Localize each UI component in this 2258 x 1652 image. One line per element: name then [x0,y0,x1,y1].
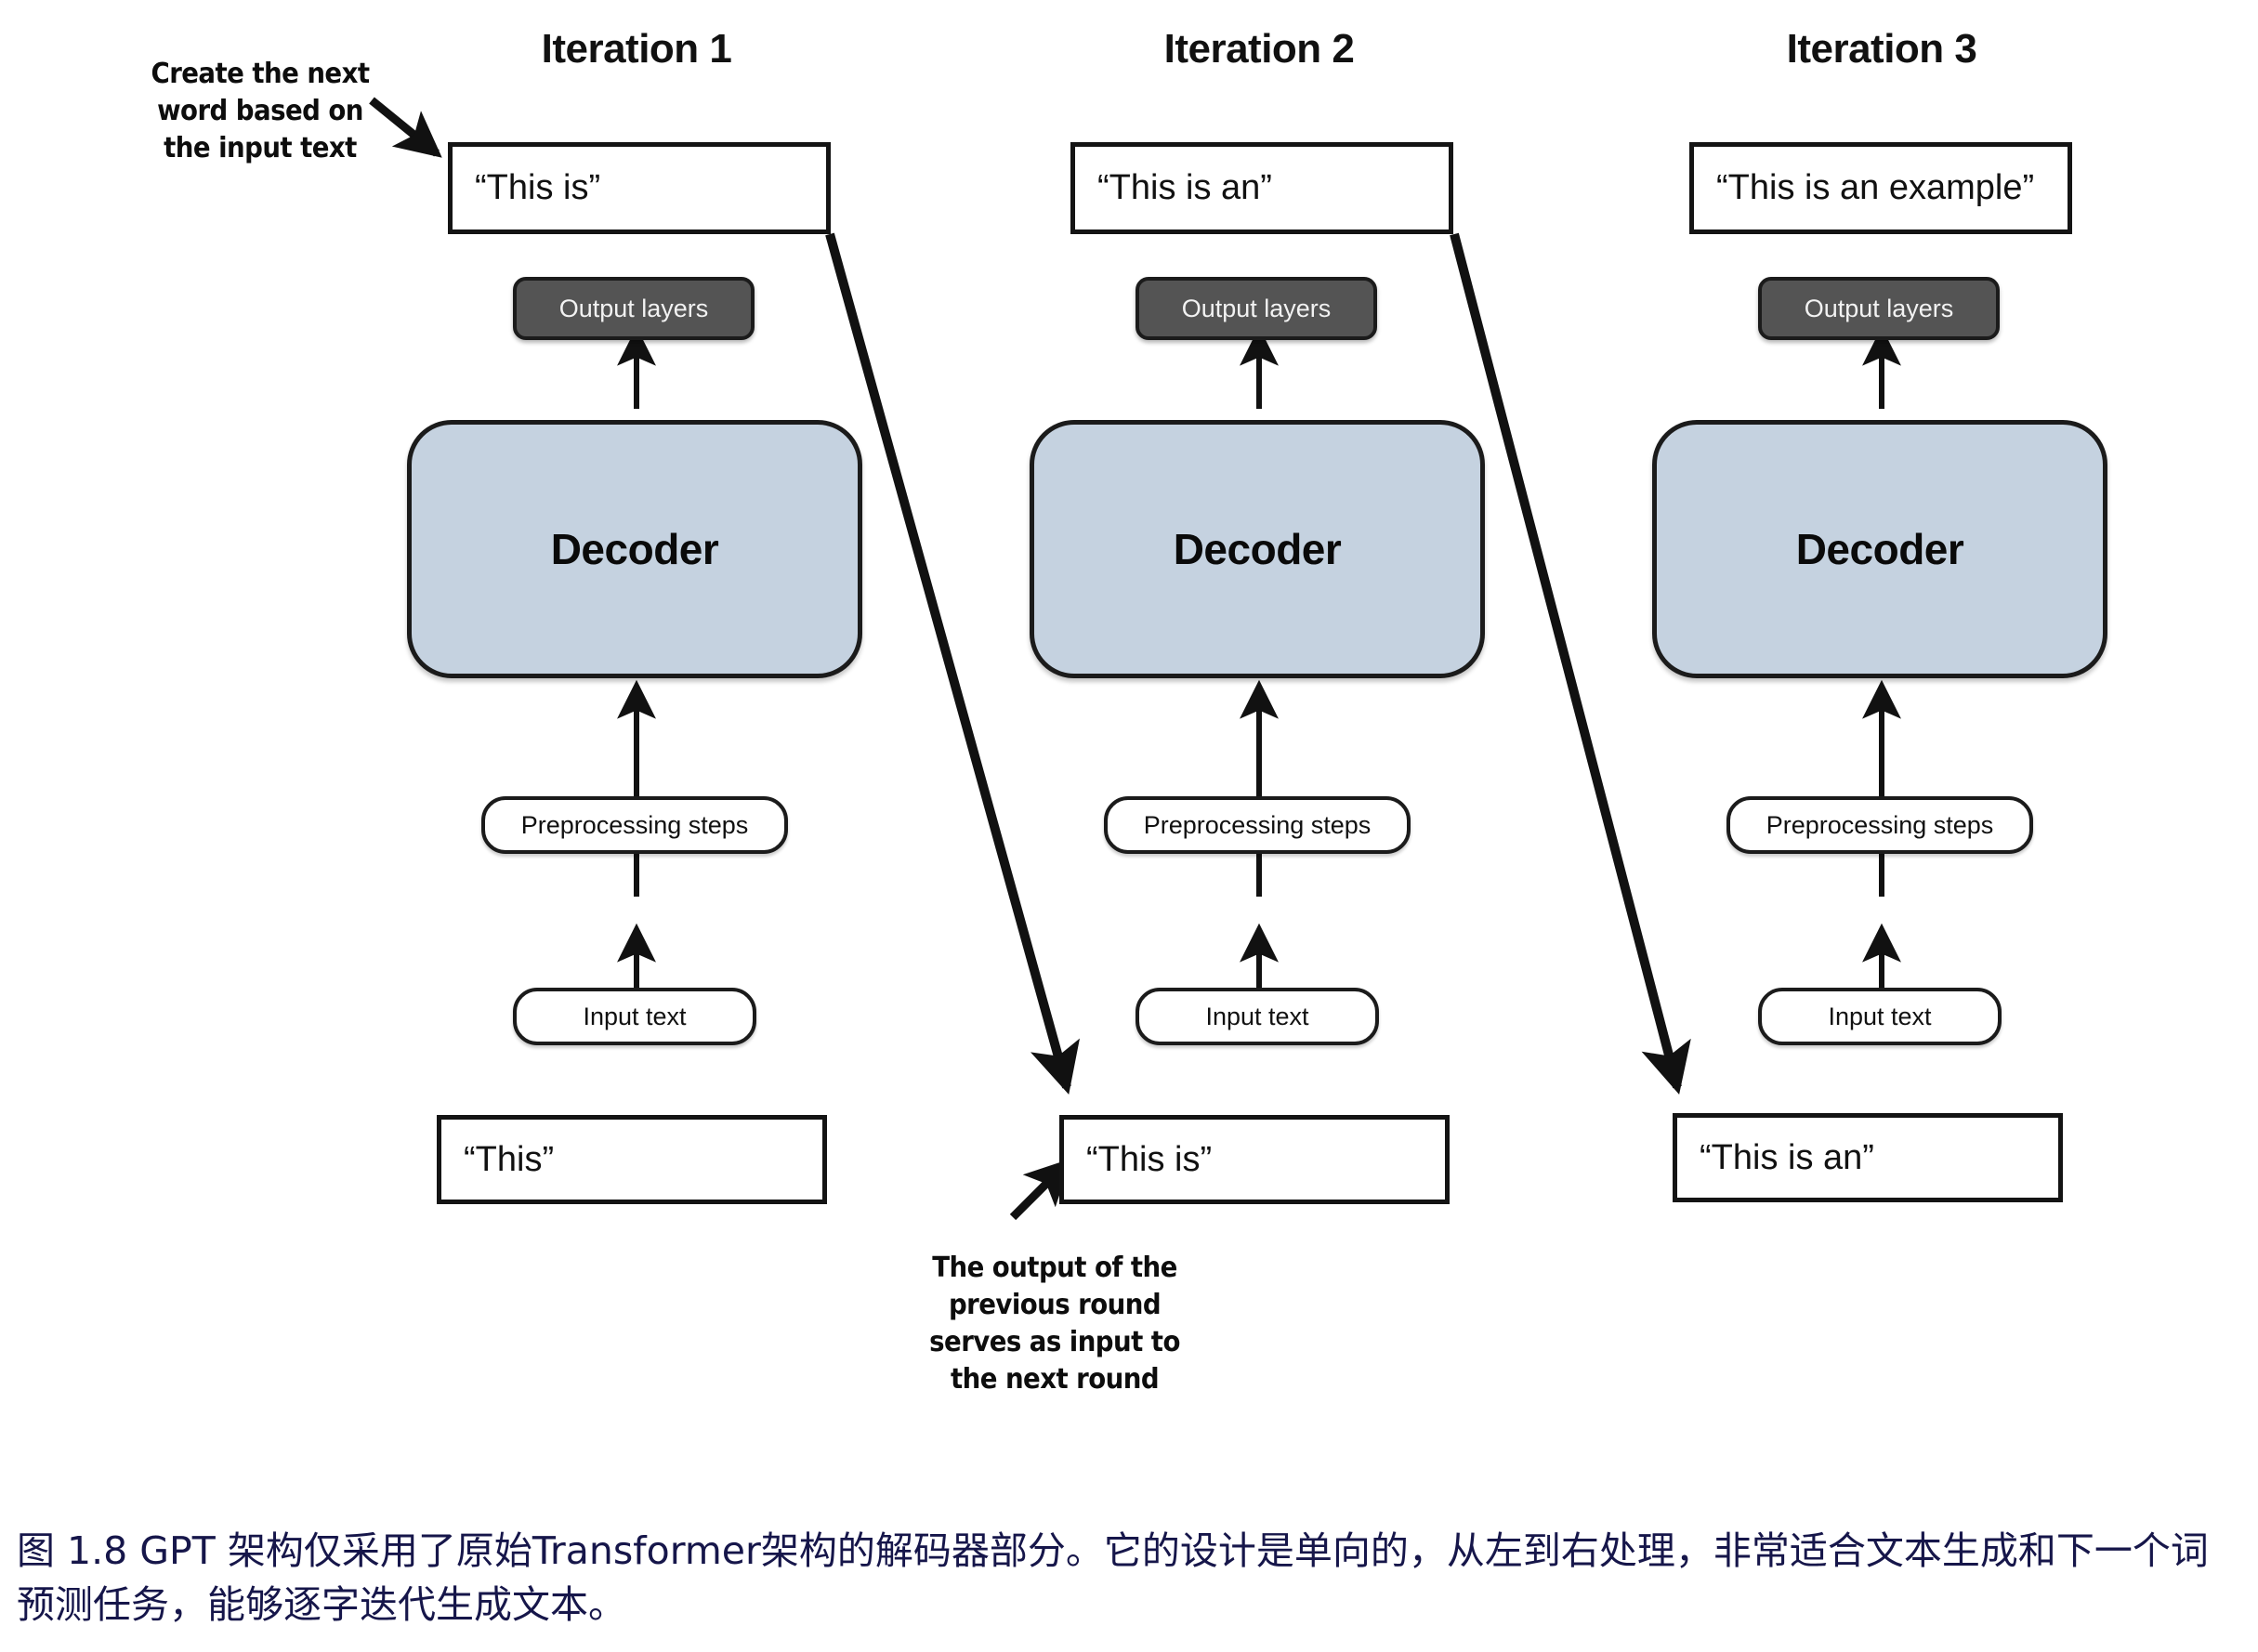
input-text-node-label: Input text [1828,1002,1932,1030]
input-text-node-iteration-3: Input text [1758,988,2002,1045]
decoder-label: Decoder [1173,525,1342,573]
input-text-node-iteration-1: Input text [513,988,756,1045]
input-text-node-iteration-2: Input text [1136,988,1379,1045]
output-layers-label: Output layers [558,294,709,322]
input-text-node-label: Input text [583,1002,687,1030]
input-text-node-label: Input text [1205,1002,1309,1030]
output-text-box-iteration-3: “This is an example” [1689,142,2072,234]
output-layers-box-iteration-3: Output layers [1758,277,2000,340]
preprocessing-steps-box-iteration-1: Preprocessing steps [481,796,788,854]
decoder-label: Decoder [550,525,719,573]
preprocessing-steps-label: Preprocessing steps [520,810,749,839]
decoder-box-iteration-2: Decoder [1030,420,1485,678]
input-text-box-iteration-1: “This” [437,1115,827,1204]
preprocessing-steps-box-iteration-2: Preprocessing steps [1104,796,1411,854]
output-text-box-label: “This is” [475,168,601,207]
preprocessing-steps-label: Preprocessing steps [1766,810,1994,839]
output-text-box-label: “This is an” [1097,168,1272,207]
column-header-iteration-3: Iteration 3 [1786,26,1977,72]
input-text-box-label: “This” [464,1139,555,1179]
decoder-box-iteration-3: Decoder [1652,420,2107,678]
input-text-box-label: “This is an” [1700,1137,1874,1177]
column-header-iteration-2: Iteration 2 [1163,26,1355,72]
output-layers-box-iteration-2: Output layers [1136,277,1377,340]
decoder-label: Decoder [1795,525,1964,573]
decoder-box-iteration-1: Decoder [407,420,862,678]
preprocessing-steps-box-iteration-3: Preprocessing steps [1726,796,2033,854]
column-header-iteration-1: Iteration 1 [541,26,732,72]
input-text-box-iteration-3: “This is an” [1673,1113,2063,1202]
annotation-output-serves-as-input: The output of the previous round serves … [929,1252,1180,1396]
output-layers-label: Output layers [1181,294,1332,322]
input-text-box-iteration-2: “This is” [1059,1115,1450,1204]
output-layers-label: Output layers [1804,294,1954,322]
output-layers-box-iteration-1: Output layers [513,277,755,340]
figure-caption: 图 1.8 GPT 架构仅采用了原始Transformer架构的解码器部分。它的… [17,1528,2209,1628]
input-text-box-label: “This is” [1086,1139,1213,1179]
output-text-box-iteration-2: “This is an” [1070,142,1453,234]
output-text-box-iteration-1: “This is” [448,142,831,234]
preprocessing-steps-label: Preprocessing steps [1143,810,1372,839]
output-text-box-label: “This is an example” [1716,168,2035,207]
annotation-create-next-word: Create the next word based on the input … [151,58,370,164]
